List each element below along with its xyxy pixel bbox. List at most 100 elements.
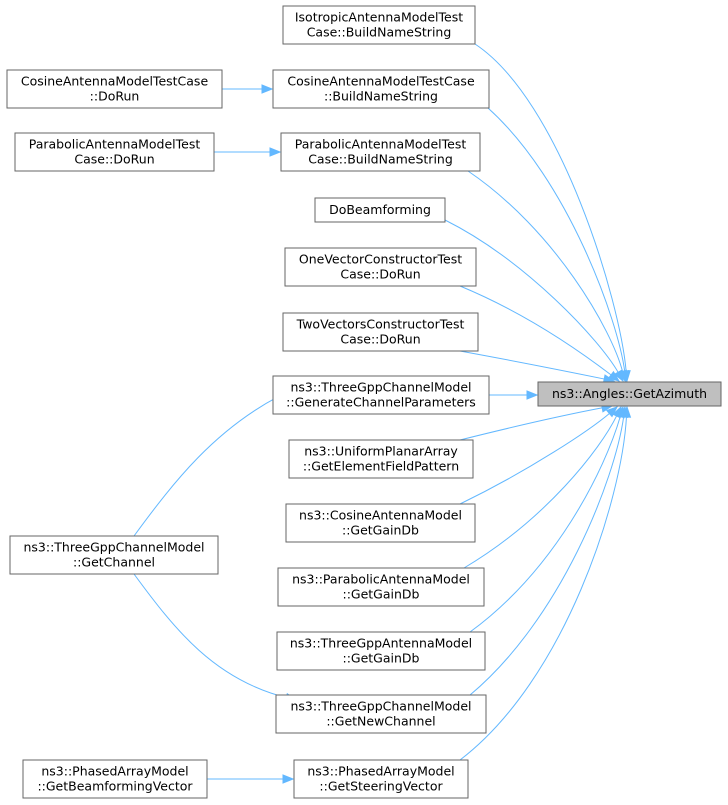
edge-line [133,573,288,699]
node-iso_bns[interactable]: IsotropicAntennaModelTestCase::BuildName… [282,5,476,45]
node-box [284,247,477,287]
call-edge-cos_gain-to-target [459,406,619,505]
node-gen_params[interactable]: ns3::ThreeGppChannelModel::GenerateChann… [272,375,490,415]
node-box [288,439,474,479]
node-label: ::GetSteeringVector [319,779,443,794]
node-box [275,694,487,734]
edge-line [469,415,622,633]
node-cos_gain[interactable]: ns3::CosineAntennaModel::GetGainDb [285,503,476,543]
node-label: ns3::UniformPlanarArray [304,444,458,459]
node-par_gain[interactable]: ns3::ParabolicAntennaModel::GetGainDb [277,567,485,607]
node-tgpp_gain[interactable]: ns3::ThreeGppAntennaModel::GetGainDb [276,631,486,671]
node-box [293,759,469,799]
call-edge-onevec-to-target [459,285,621,382]
node-beamvec[interactable]: ns3::PhasedArrayModel::GetBeamformingVec… [22,759,208,799]
arrowhead [261,84,274,94]
node-label: ::GenerateChannelParameters [286,395,476,410]
node-label: ::GetElementFieldPattern [303,459,459,474]
node-dobeam[interactable]: DoBeamforming [314,197,446,223]
node-box [14,132,215,172]
edge-line [459,350,606,380]
node-label: Case::DoRun [340,332,420,347]
node-label: ::GetGainDb [342,651,419,666]
node-label: ParabolicAntennaModelTest [295,137,467,152]
call-edge-get_channel-to-gen_params [133,391,289,537]
node-target: ns3::Angles::GetAzimuth [537,381,722,407]
node-box [276,631,486,671]
edge-line [133,395,280,537]
node-box [22,759,208,799]
node-box [272,69,490,109]
node-label: TwoVectorsConstructorTest [296,317,465,332]
node-cos_bns[interactable]: CosineAntennaModelTestCase::BuildNameStr… [272,69,490,109]
node-get_channel[interactable]: ns3::ThreeGppChannelModel::GetChannel [9,535,219,575]
node-label: CosineAntennaModelTestCase [287,74,475,89]
node-label: CosineAntennaModelTestCase [21,74,209,89]
node-label: OneVectorConstructorTest [299,252,462,267]
node-steering[interactable]: ns3::PhasedArrayModel::GetSteeringVector [293,759,469,799]
call-edge-dobeam-to-target [444,219,624,383]
node-label: ::GetNewChannel [326,714,435,729]
arrowhead [269,147,282,157]
node-label: ns3::ThreeGppAntennaModel [290,636,472,651]
arrowhead [282,774,295,784]
node-box [314,197,446,223]
call-edges [133,43,632,784]
edge-line [487,107,626,373]
node-cos_dorun[interactable]: CosineAntennaModelTestCase::DoRun [6,69,223,109]
arrowhead [605,406,619,418]
call-edge-gen_params-to-target [488,390,539,400]
node-box [9,535,219,575]
edge-line [444,219,620,374]
edge-line [469,415,625,696]
call-edge-iso_bns-to-target [474,43,631,383]
call-edge-get_channel-to-new_channel [133,573,298,703]
edge-line [463,414,618,569]
node-par_bns[interactable]: ParabolicAntennaModelTestCase::BuildName… [280,132,481,172]
edge-line [474,43,627,373]
call-edge-beamvec-to-steering [207,774,295,784]
call-edge-par_gain-to-target [463,405,622,569]
call-edge-par_dorun-to-par_bns [213,147,282,157]
node-label: ns3::CosineAntennaModel [299,508,462,523]
arrowhead [613,369,624,383]
arrowhead [621,405,632,418]
node-label: ns3::ThreeGppChannelModel [290,699,471,714]
node-label: ::GetGainDb [342,523,419,538]
node-box [282,312,479,352]
node-label: Case::BuildNameString [307,25,452,40]
call-edge-cos_bns-to-target [487,107,630,383]
node-label: ::DoRun [90,89,140,104]
call-edge-new_channel-to-target [469,405,629,696]
node-label: ns3::ParabolicAntennaModel [292,572,470,587]
edge-line [459,285,613,376]
node-upa_field[interactable]: ns3::UniformPlanarArray::GetElementField… [288,439,474,479]
node-label: DoBeamforming [329,202,431,217]
node-label: ParabolicAntennaModelTest [29,137,201,152]
node-box [6,69,223,109]
node-label: IsotropicAntennaModelTest [295,10,463,25]
call-edge-steering-to-target [459,405,632,761]
node-box [537,381,722,407]
node-label: ns3::ThreeGppChannelModel [290,380,471,395]
node-label: ::GetChannel [73,555,155,570]
edge-line [467,170,624,373]
node-new_channel[interactable]: ns3::ThreeGppChannelModel::GetNewChannel [275,694,487,734]
node-label: ::GetBeamformingVector [37,779,193,794]
node-label: ns3::Angles::GetAzimuth [552,386,707,401]
edge-line [459,415,628,761]
node-label: ns3::PhasedArrayModel [41,764,188,779]
call-edge-cos_dorun-to-cos_bns [222,84,274,94]
node-label: Case::BuildNameString [308,152,453,167]
node-label: Case::DoRun [74,152,154,167]
call-edge-tgpp_gain-to-target [469,405,625,633]
edge-line [459,412,611,505]
node-label: ns3::ThreeGppChannelModel [23,540,204,555]
node-box [272,375,490,415]
arrowhead [526,390,539,400]
node-label: ::GetGainDb [342,587,419,602]
